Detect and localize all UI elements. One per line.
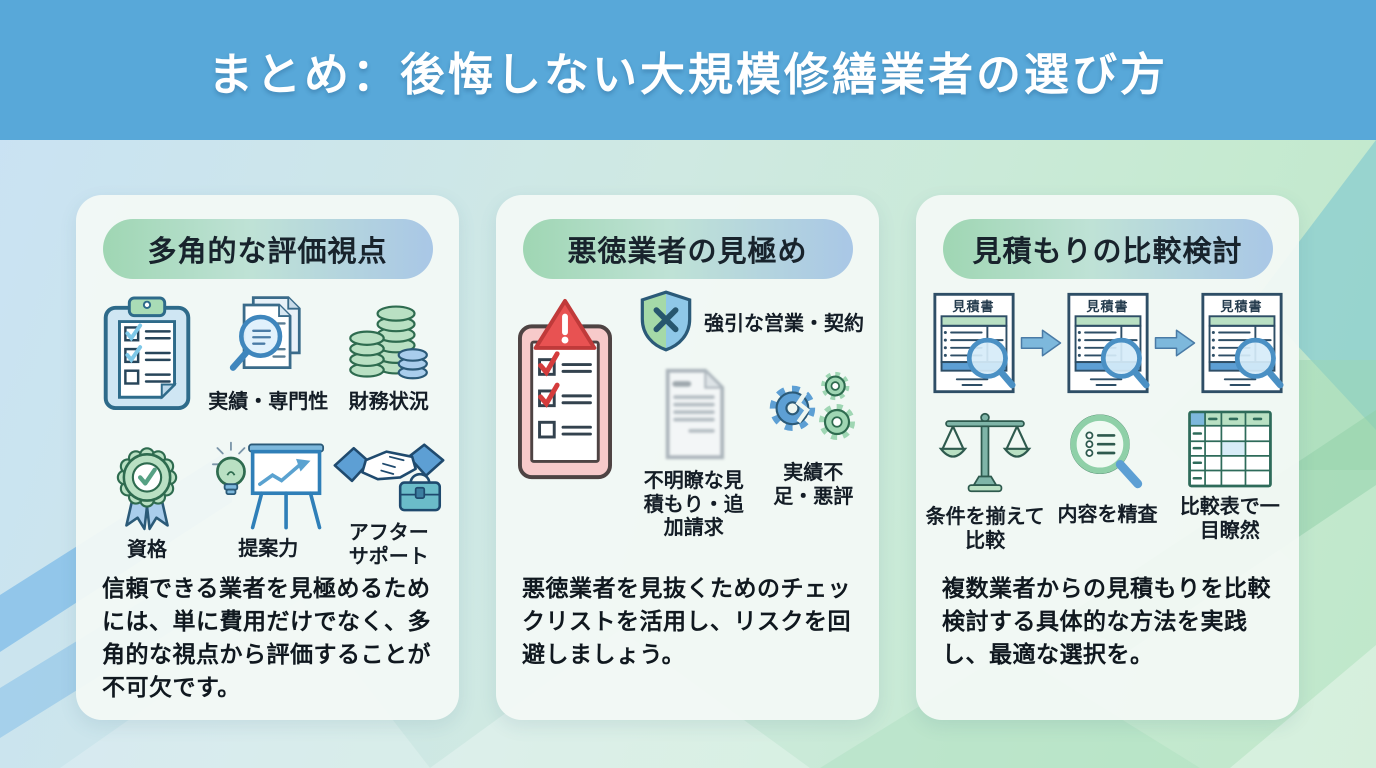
estimate-docs-row: 見積書: [916, 291, 1299, 395]
card-header-pill: 多角的な評価視点: [102, 219, 433, 279]
item-track-record: 実績・専門性: [208, 294, 329, 414]
item-align-conditions: 条件を揃えて比較: [924, 409, 1046, 552]
item-label: 条件を揃えて比較: [925, 504, 1045, 552]
estimate-doc-title: 見積書: [952, 300, 995, 315]
page-title: まとめ：後悔しない大規模修繕業者の選び方: [207, 47, 1168, 101]
item-label: 強引な営業・契約: [704, 310, 864, 335]
item-pushy-sales: 強引な営業・契約: [634, 289, 873, 353]
award-ribbon-icon: [116, 447, 178, 531]
arrow-right-icon: [1020, 329, 1061, 357]
card-evaluation-content: 実績・専門性: [76, 279, 459, 571]
cards-row: 多角的な評価視点: [0, 140, 1376, 720]
card-estimate-content: 見積書: [916, 279, 1299, 571]
item-scrutinize: 内容を精査: [1046, 409, 1168, 527]
estimate-doc-icon: [1066, 292, 1150, 394]
item-label: 内容を精査: [1057, 502, 1158, 526]
item-label: 財務状況: [348, 389, 429, 414]
item-poor-track-record: 実績不足・悪評: [754, 367, 874, 540]
coin-stacks-icon: [348, 305, 428, 380]
broken-gears-icon: [769, 371, 856, 440]
item-finance: 財務状況: [329, 294, 450, 414]
card-evaluation: 多角的な評価視点: [76, 195, 459, 720]
item-label: 不明瞭な見積もり・追加請求: [643, 468, 744, 540]
magnifier-inspect-icon: [1070, 414, 1143, 489]
card-bad-contractor-content: 強引な営業・契約: [496, 279, 879, 571]
item-checklist: [86, 296, 208, 412]
header-banner: まとめ：後悔しない大規模修繕業者の選び方: [0, 0, 1376, 140]
card-description: 信頼できる業者を見極めるためには、単に費用だけでなく、多角的な視点から評価するこ…: [102, 576, 431, 701]
arrow-right-icon: [1154, 329, 1195, 357]
card-header-pill: 悪徳業者の見極め: [522, 219, 853, 279]
estimate-doc: 見積書: [1200, 291, 1284, 395]
estimate-doc-title: 見積書: [1086, 300, 1129, 315]
item-label: 比較表で一目瞭然: [1179, 494, 1280, 542]
estimate-doc-title: 見積書: [1220, 300, 1263, 315]
comparison-table-icon: [1188, 410, 1272, 488]
estimate-doc: 見積書: [1066, 291, 1150, 395]
lightbulb-presentation-icon: [212, 441, 325, 530]
item-label: 提案力: [238, 536, 299, 561]
item-unclear-estimate: 不明瞭な見積もり・追加請求: [634, 367, 754, 540]
handshake-toolbox-icon: [333, 443, 445, 512]
checklist-clipboard-icon: [103, 296, 191, 411]
card-estimate-comparison: 見積もりの比較検討: [916, 195, 1299, 720]
blurred-document-icon: [665, 368, 725, 460]
item-after-support: アフターサポート: [329, 431, 450, 568]
magnifier-documents-icon: [230, 296, 301, 372]
item-qualification: 資格: [86, 438, 208, 562]
balance-scale-icon: [938, 412, 1032, 493]
estimate-doc: 見積書: [932, 291, 1016, 395]
card-description: 悪徳業者を見抜くためのチェックリストを活用し、リスクを回避しましょう。: [522, 576, 851, 668]
card-description: 複数業者からの見積もりを比較検討する具体的な方法を実践し、最適な選択を。: [942, 576, 1271, 668]
item-label: 実績・専門性: [208, 389, 329, 414]
item-label: 資格: [127, 537, 167, 562]
card-header-pill: 見積もりの比較検討: [942, 219, 1273, 279]
item-label: アフターサポート: [348, 520, 429, 568]
item-comparison-table: 比較表で一目瞭然: [1169, 409, 1291, 542]
warning-checklist-icon: [518, 298, 612, 480]
item-label: 実績不足・悪評: [773, 460, 854, 508]
item-warning-checklist: [496, 279, 634, 571]
shield-x-icon: [640, 290, 692, 352]
estimate-doc-icon: [932, 292, 1016, 394]
estimate-doc-icon: [1200, 292, 1284, 394]
card-bad-contractor: 悪徳業者の見極め: [496, 195, 879, 720]
item-proposal: 提案力: [208, 439, 329, 561]
